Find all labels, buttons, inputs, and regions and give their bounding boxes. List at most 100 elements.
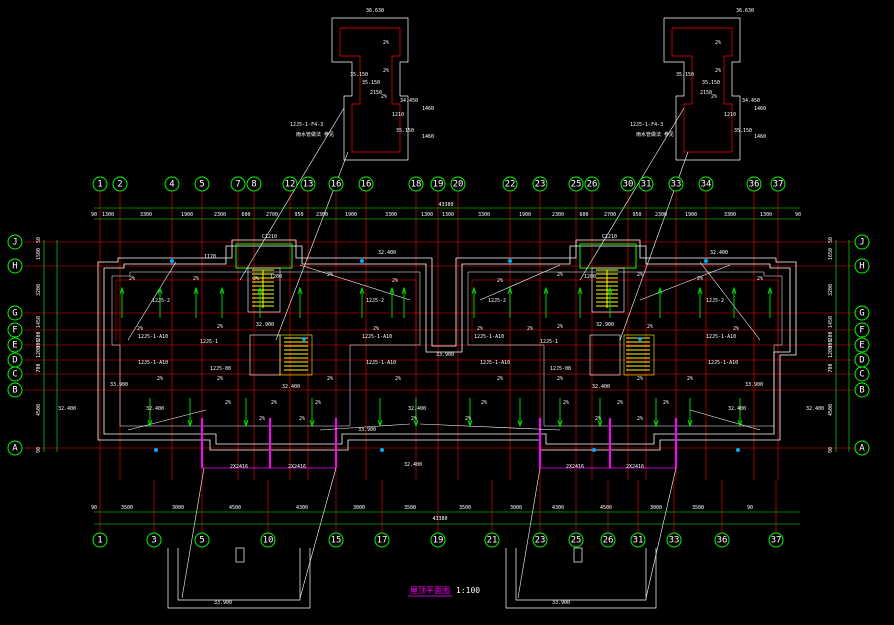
svg-text:34: 34 <box>701 180 712 190</box>
axis-bubble-left-F: F <box>7 322 23 338</box>
detail-dim-1: 1460 <box>422 134 434 140</box>
svg-text:G: G <box>859 309 864 319</box>
slope-label-2: 2% <box>253 276 259 282</box>
drain-label-1: 2X2416 <box>230 464 248 470</box>
svg-text:10: 10 <box>263 536 274 546</box>
note-grade-4: 12J5-2 <box>706 298 724 304</box>
axis-bubble-bottom-6: 19 <box>430 532 446 548</box>
axis-bubble-left-H: H <box>7 258 23 274</box>
slope-detail-0: 2% <box>383 40 389 46</box>
dim-bottom-6: 3500 <box>404 505 416 511</box>
axis-bubble-top-5: 8 <box>246 176 262 192</box>
dim-bottom-3: 4500 <box>229 505 241 511</box>
svg-text:25: 25 <box>571 180 582 190</box>
dim-top-2: 3300 <box>140 212 152 218</box>
slope-label-4: 2% <box>392 278 398 284</box>
svg-text:23: 23 <box>535 536 546 546</box>
slope-labels: 2%2%2%2%2%2%2%2%2%2%2%2%2%2%2%2%2%2%2%2%… <box>129 40 766 422</box>
svg-text:33: 33 <box>671 180 682 190</box>
dim-bottom-10: 4500 <box>600 505 612 511</box>
note-text-b: 雨水管做法 参见 <box>636 131 674 138</box>
axis-bubble-bottom-10: 26 <box>600 532 616 548</box>
axis-bubble-bottom-12: 33 <box>666 532 682 548</box>
axis-bubble-top-14: 23 <box>532 176 548 192</box>
slope-label-27: 2% <box>271 400 277 406</box>
dim-right-9: 90 <box>828 447 834 453</box>
elev-roof-main-10: 32.400 <box>404 462 422 468</box>
axis-bubble-top-9: 16 <box>358 176 374 192</box>
svg-text:F: F <box>859 326 864 336</box>
axis-bubble-bottom-4: 15 <box>328 532 344 548</box>
svg-text:30: 30 <box>623 180 634 190</box>
slope-label-37: 2% <box>595 416 601 422</box>
svg-text:19: 19 <box>433 180 444 190</box>
stair-label-a: C1210 <box>262 234 277 240</box>
stair-cores <box>235 243 655 376</box>
note-sub-6: 12J5-1-A10 <box>366 360 396 366</box>
axis-bubble-right-C: C <box>854 366 870 382</box>
svg-text:3: 3 <box>151 536 156 546</box>
svg-text:25: 25 <box>571 536 582 546</box>
note-text-a: 雨水管做法 参见 <box>296 131 334 138</box>
slope-label-6: 2% <box>557 272 563 278</box>
axis-bubble-top-11: 19 <box>430 176 446 192</box>
detail-dim-2: 1210 <box>392 112 404 118</box>
dim-top-22: 1300 <box>760 212 772 218</box>
detail-dim-10: 1200 <box>584 274 596 280</box>
elev-t4-b: 35.150 <box>734 128 752 134</box>
note-sub-1: 12J5-1-A10 <box>138 334 168 340</box>
svg-text:22: 22 <box>505 180 516 190</box>
roof-drains <box>154 259 740 452</box>
svg-text:D: D <box>859 356 864 366</box>
note-grade-2: 12J5-2 <box>366 298 384 304</box>
svg-text:E: E <box>12 341 17 351</box>
dim-top-10: 3300 <box>385 212 397 218</box>
axis-bubble-bottom-7: 21 <box>484 532 500 548</box>
elev-roof-main-2: 32.400 <box>710 250 728 256</box>
dim-left-4: 200 <box>36 331 42 340</box>
elev-roof-main-4: 32.400 <box>592 384 610 390</box>
slope-label-29: 2% <box>481 400 487 406</box>
axis-bubble-top-1: 2 <box>112 176 128 192</box>
note-sub-5: 12J5-1-A10 <box>138 360 168 366</box>
dim-total-bottom: 43380 <box>432 516 447 522</box>
elev-t3-b: 34.450 <box>742 98 760 104</box>
svg-text:A: A <box>859 444 865 454</box>
svg-text:37: 37 <box>773 180 784 190</box>
slope-label-31: 2% <box>617 400 623 406</box>
svg-text:C: C <box>12 370 17 380</box>
axis-bubble-left-E: E <box>7 337 23 353</box>
note-detail-b: 12J5-1-F4-3 <box>630 122 663 128</box>
svg-text:B: B <box>859 386 864 396</box>
elev-roof-main-8: 32.400 <box>728 406 746 412</box>
elev-top-a: 36.630 <box>366 8 384 14</box>
slope-label-15: 2% <box>557 324 563 330</box>
dim-right-4: 200 <box>828 331 834 340</box>
elev-t4-a: 35.150 <box>396 128 414 134</box>
dim-bottom-8: 3000 <box>510 505 522 511</box>
axis-bubble-right-E: E <box>854 337 870 353</box>
axis-bubble-top-13: 22 <box>502 176 518 192</box>
slope-label-3: 2% <box>327 272 333 278</box>
svg-text:33: 33 <box>669 536 680 546</box>
slope-arrows <box>119 286 773 428</box>
axis-bubble-top-21: 36 <box>746 176 762 192</box>
detail-dim-7: 2150 <box>700 90 712 96</box>
slope-label-21: 2% <box>395 376 401 382</box>
axis-bubble-top-18: 31 <box>638 176 654 192</box>
axis-bubble-bottom-14: 37 <box>768 532 784 548</box>
slope-label-5: 2% <box>497 278 503 284</box>
slope-label-33: 2% <box>259 416 265 422</box>
slope-label-34: 2% <box>299 416 305 422</box>
axis-bubble-left-A: A <box>7 440 23 456</box>
svg-text:31: 31 <box>641 180 652 190</box>
axis-bubble-top-7: 13 <box>300 176 316 192</box>
dim-left-0: 50 <box>36 237 42 243</box>
note-sub-8: 12J5-1-A10 <box>708 360 738 366</box>
dim-right-0: 50 <box>828 237 834 243</box>
axis-bubble-right-G: G <box>854 305 870 321</box>
dim-top-11: 1300 <box>421 212 433 218</box>
axis-bubble-left-G: G <box>7 305 23 321</box>
